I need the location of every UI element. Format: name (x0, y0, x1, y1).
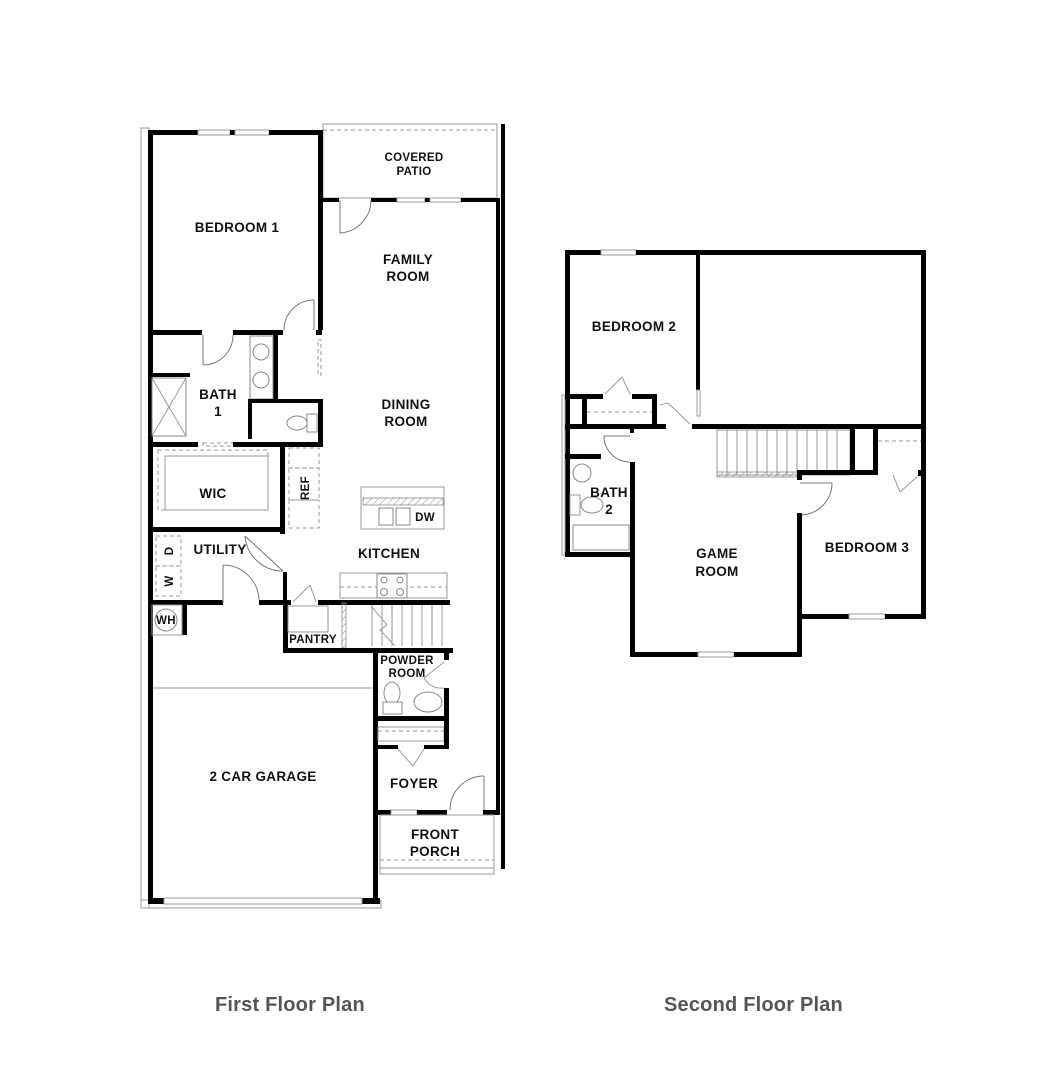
stairs-first-floor (371, 605, 443, 647)
label-front-porch-2: PORCH (410, 844, 460, 859)
label-family-room-2: ROOM (386, 269, 429, 284)
label-dining-room-2: ROOM (384, 414, 427, 429)
label-covered-patio-2: PATIO (397, 166, 432, 178)
label-pantry: PANTRY (289, 634, 337, 646)
label-garage: 2 CAR GARAGE (209, 769, 316, 784)
label-bath-2b: 2 (605, 502, 613, 517)
label-foyer: FOYER (390, 776, 438, 791)
label-dining-room-1: DINING (381, 397, 430, 412)
label-ref: REF (300, 476, 312, 500)
first-floor-plan: BEDROOM 1 COVERED PATIO FAMILY ROOM BATH… (140, 123, 505, 909)
first-floor-caption: First Floor Plan (215, 994, 365, 1016)
label-family-room-1: FAMILY (383, 252, 433, 267)
label-wic: WIC (199, 486, 226, 501)
label-kitchen: KITCHEN (358, 546, 420, 561)
label-bedroom-3: BEDROOM 3 (825, 540, 910, 555)
label-utility: UTILITY (193, 542, 246, 557)
label-game-room-2: ROOM (695, 564, 738, 579)
label-powder-room-2: ROOM (389, 668, 426, 680)
label-water-heater: WH (156, 615, 176, 627)
label-covered-patio-1: COVERED (385, 152, 444, 164)
label-washer: W (164, 575, 176, 586)
label-bath-2a: BATH (590, 485, 628, 500)
label-bath-1a: BATH (199, 387, 237, 402)
label-game-room-1: GAME (696, 546, 738, 561)
label-bedroom-1: BEDROOM 1 (195, 220, 280, 235)
second-floor-caption: Second Floor Plan (664, 994, 843, 1016)
label-dryer: D (164, 547, 176, 556)
stairs-second-floor (716, 429, 851, 478)
label-powder-room-1: POWDER (380, 655, 434, 667)
label-front-porch-1: FRONT (411, 827, 459, 842)
label-bedroom-2: BEDROOM 2 (592, 319, 676, 334)
label-dw: DW (415, 512, 435, 524)
second-floor-plan: BEDROOM 2 BATH 2 GAME ROOM BEDROOM 3 (561, 249, 926, 658)
label-bath-1b: 1 (214, 404, 222, 419)
